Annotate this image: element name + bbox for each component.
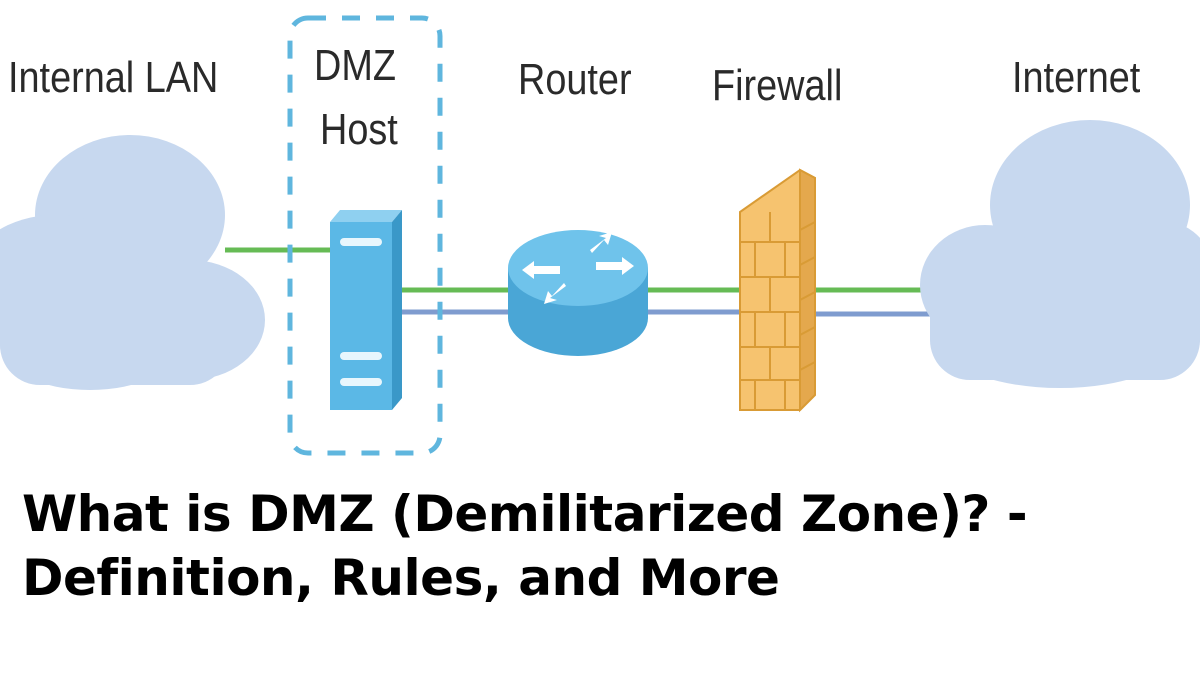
headline-line-2: Definition, Rules, and More <box>22 549 780 607</box>
internet-label: Internet <box>1012 53 1141 102</box>
server-icon <box>330 210 402 410</box>
cloud-icon <box>920 120 1200 388</box>
router-label: Router <box>518 55 632 104</box>
headline-title: What is DMZ (Demilitarized Zone)? - Defi… <box>22 482 1192 610</box>
cloud-icon <box>0 135 265 390</box>
headline-line-1: What is DMZ (Demilitarized Zone)? - <box>22 485 1028 543</box>
internal-lan-label: Internal LAN <box>8 53 219 102</box>
dmz-host-label: Host <box>320 105 398 154</box>
firewall-icon <box>739 168 816 413</box>
dmz-zone-border <box>287 15 443 456</box>
connection-lines <box>225 247 930 317</box>
network-diagram <box>0 15 1200 456</box>
firewall-label: Firewall <box>712 61 843 110</box>
dmz-label: DMZ <box>314 41 396 90</box>
router-icon <box>508 230 648 356</box>
